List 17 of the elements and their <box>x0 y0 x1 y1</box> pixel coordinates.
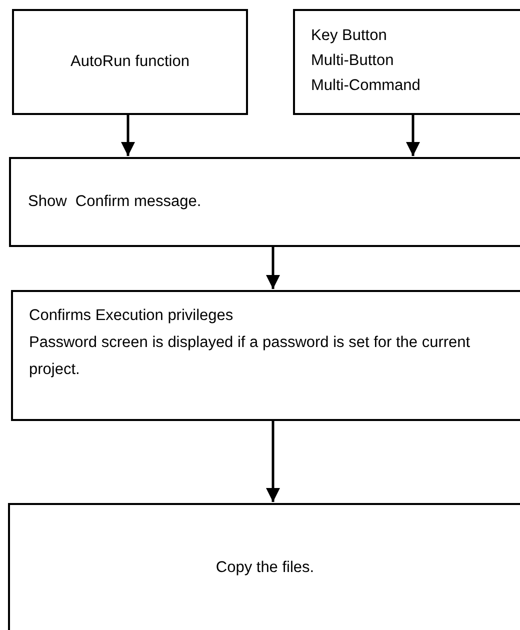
box-text: Key Button <box>311 26 388 46</box>
box-text: Multi-Command <box>311 76 422 96</box>
box-text: Confirms Execution privileges <box>29 306 234 326</box>
arrow <box>266 421 280 502</box>
arrow <box>121 115 135 156</box>
arrow <box>266 247 280 289</box>
box-text: AutoRun function <box>70 52 190 72</box>
arrow <box>406 115 420 156</box>
process-box <box>12 9 248 115</box>
process-box <box>9 157 520 247</box>
box-text: Copy the files. <box>214 558 316 578</box>
box-text: Password screen is displayed if a password is set for the current project. <box>29 333 472 380</box>
box-text: Multi-Button <box>311 51 395 71</box>
process-box <box>293 9 520 115</box>
process-box <box>11 290 520 421</box>
box-text: Show Confirm message. <box>28 192 202 212</box>
process-box <box>8 503 520 630</box>
